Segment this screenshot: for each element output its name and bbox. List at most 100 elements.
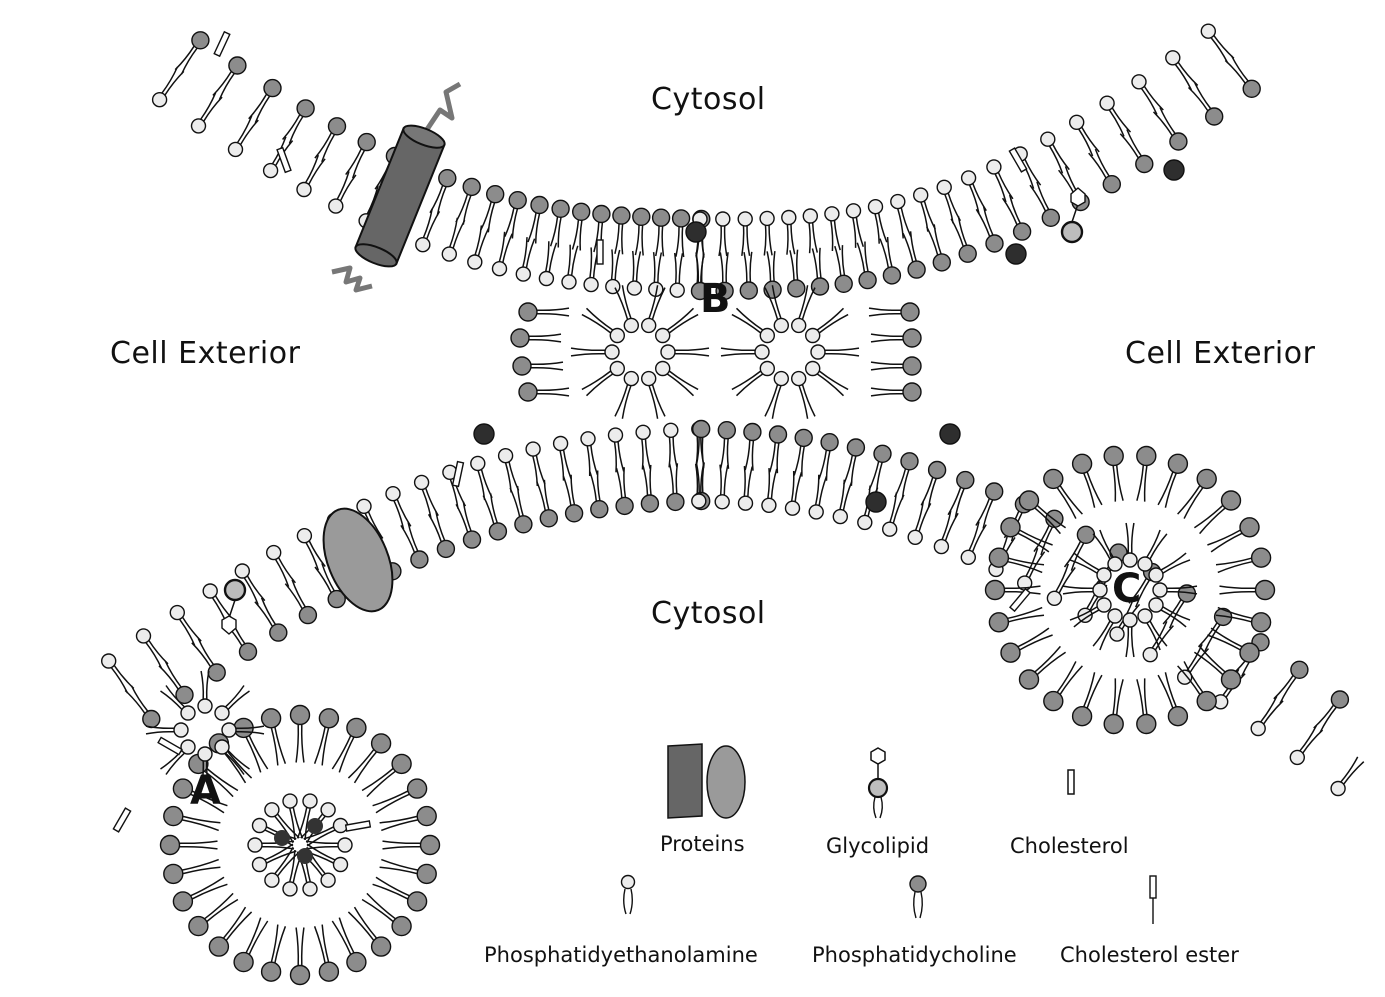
structure-c-outer [1104, 447, 1123, 502]
structure-a-outer [291, 928, 310, 985]
structure-a-outer [315, 925, 339, 982]
upper-right-bilayer-leaflet-a [927, 224, 951, 271]
upper-right-bilayer-leaflet-b [782, 211, 796, 255]
upper-right-bilayer-leaflet-b [1166, 51, 1198, 90]
marker-b: B [700, 276, 731, 322]
upper-right-bilayer-leaflet-b [716, 212, 730, 256]
lower-right-bilayer-leaflet-b [908, 501, 931, 544]
lower-left-bilayer-leaflet-b [609, 428, 624, 472]
upper-left-bilayer-leaflet-a [249, 80, 281, 123]
dark-lipid-head [686, 222, 706, 242]
structure-c-outer [1178, 469, 1217, 518]
upper-right-bilayer-leaflet-b [803, 209, 817, 253]
lower-left-bilayer-leaflet-a [159, 661, 193, 703]
upper-right-bilayer-leaflet-a [903, 231, 925, 278]
stalk-micelle-left [642, 372, 665, 419]
stalk-micelle-right [765, 372, 788, 419]
region-label-cytosol-bottom: Cytosol [651, 596, 766, 631]
stalk-micelle-right [806, 362, 848, 396]
lower-left-bilayer-leaflet-b [297, 529, 325, 571]
upper-right-bilayer-leaflet-a [1003, 195, 1031, 240]
lower-right-bilayer-leaflet-a [819, 434, 838, 481]
dark-lipid-head [940, 424, 960, 444]
stalk-micelle-left [656, 362, 698, 396]
dark-lipid-head [1006, 244, 1026, 264]
structure-a-outer [262, 925, 286, 982]
structure-a-outer [315, 709, 339, 766]
upper-left-bilayer-leaflet-a [481, 186, 504, 233]
upper-left-bilayer-leaflet-a [315, 118, 346, 162]
cholesterol-molecule [597, 240, 603, 264]
cargo-dot [297, 848, 313, 864]
marker-c: C [1112, 566, 1141, 612]
stalk-edge-lipid [519, 303, 569, 321]
stalk-edge-lipid [871, 383, 921, 401]
glycolipid [222, 580, 245, 634]
structure-c-outer [1044, 661, 1083, 710]
protein-light-swatch [707, 746, 745, 818]
lower-right-bilayer-leaflet-b [833, 480, 852, 524]
lower-left-bilayer-leaflet-b [170, 606, 201, 646]
upper-left-bilayer-leaflet-a [505, 192, 526, 239]
stalk-micelle-left [582, 308, 624, 342]
protein-dark-swatch [668, 744, 702, 818]
structure-a-outer [291, 706, 310, 763]
upper-right-bilayer-leaflet-a [857, 242, 876, 289]
lower-right-bilayer-leaflet-b [934, 511, 958, 554]
stalk-micelle-left [571, 345, 619, 359]
pc-icon [910, 876, 926, 918]
stalk-edge-lipid [511, 329, 561, 347]
marker-a: A [190, 768, 221, 814]
structure-a-stalk [215, 686, 250, 721]
lower-left-bilayer-leaflet-a [667, 463, 684, 510]
transmembrane-protein [332, 84, 460, 290]
lower-right-bilayer-leaflet-a [895, 453, 918, 500]
lower-left-bilayer-leaflet-b [581, 432, 597, 476]
legend-label-cholesterol-ester: Cholesterol ester [1060, 943, 1239, 967]
lower-left-bilayer-leaflet-b [415, 475, 439, 518]
structure-c-inner [1063, 583, 1107, 597]
upper-left-bilayer-leaflet-b [329, 171, 356, 213]
upper-left-bilayer-leaflet-a [573, 203, 590, 250]
lower-left-bilayer-leaflet-a [285, 580, 316, 624]
structure-a-outer [161, 836, 218, 855]
structure-c-inner [1123, 523, 1137, 567]
structure-c-outer [1104, 678, 1123, 733]
stalk-edge-lipid [871, 329, 921, 347]
lower-left-bilayer-leaflet-a [125, 686, 160, 728]
lower-right-bilayer-leaflet-a [794, 429, 812, 476]
dark-lipid-head [866, 492, 886, 512]
upper-left-bilayer-leaflet-b [606, 249, 620, 293]
upper-right-bilayer-leaflet-b [937, 180, 960, 223]
structure-c-outer [1137, 447, 1156, 502]
lower-right-bilayer-leaflet-b [809, 475, 826, 519]
lower-left-bilayer-leaflet-a [616, 467, 633, 514]
cholesterol-molecule [113, 808, 130, 832]
structure-c-outer [1178, 661, 1217, 710]
upper-left-bilayer-leaflet-a [528, 197, 548, 244]
upper-right-bilayer-leaflet-a [880, 237, 900, 284]
region-label-exterior-left: Cell Exterior [110, 336, 300, 371]
lower-right-bilayer-leaflet-b [762, 468, 777, 512]
lower-right-bilayer-leaflet-a [976, 483, 1003, 529]
structure-c-outer [1216, 548, 1271, 572]
upper-left-bilayer-leaflet-b [229, 116, 259, 156]
lower-left-bilayer-leaflet-a [255, 598, 287, 641]
upper-left-bilayer-leaflet-a [283, 100, 315, 144]
peripheral-protein [310, 499, 406, 622]
lower-right-bilayer-leaflet-a [1199, 608, 1232, 651]
upper-left-bilayer-leaflet-b [493, 232, 513, 276]
lower-left-bilayer-leaflet-a [401, 522, 428, 568]
upper-left-bilayer-leaflet-b [516, 237, 534, 281]
structure-c-inner [1123, 613, 1137, 657]
structure-a-outer [383, 836, 440, 855]
lower-right-bilayer-leaflet-b [786, 471, 802, 515]
legend-label-pe: Phosphatidyethanolamine [484, 943, 758, 967]
upper-right-bilayer-leaflet-b [1201, 24, 1234, 63]
stalk-micelle-left [582, 362, 624, 396]
lower-right-bilayer-leaflet-b [1143, 621, 1173, 661]
structure-c-outer [1207, 518, 1259, 552]
upper-right-bilayer-leaflet-b [914, 188, 936, 232]
upper-right-bilayer-leaflet-a [740, 252, 757, 299]
